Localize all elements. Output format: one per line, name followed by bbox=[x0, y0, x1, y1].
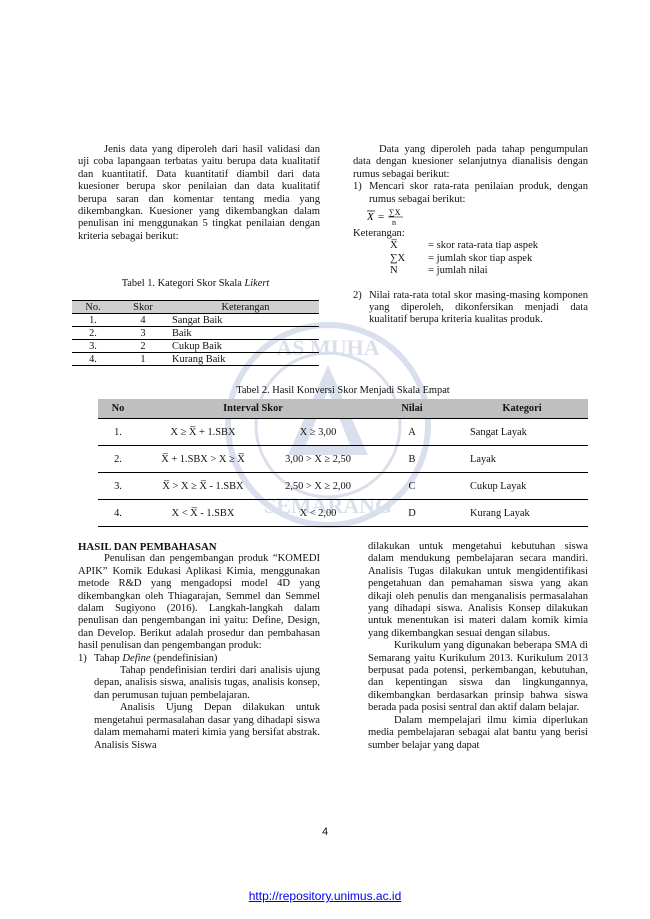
table2-cell-range: 3,00 > X ≥ 2,50 bbox=[268, 445, 368, 473]
table2-cell-kategori: Kurang Layak bbox=[456, 499, 588, 527]
svg-text:X: X bbox=[367, 211, 375, 223]
table-row: 4. 1 Kurang Baik bbox=[72, 352, 319, 366]
table2-cell-no: 3. bbox=[98, 472, 138, 500]
table-row: 1. 4 Sangat Baik bbox=[72, 313, 319, 327]
results-paragraph: Penulisan dan pengembangan produk “KOMED… bbox=[78, 553, 320, 652]
table2-cell-nilai: B bbox=[368, 445, 456, 473]
table1-header-skor: Skor bbox=[114, 300, 172, 314]
step-label: Tahap bbox=[94, 652, 123, 664]
table2-header-nilai: Nilai bbox=[368, 399, 456, 419]
keterangan-desc: = skor rata-rata tiap aspek bbox=[428, 240, 539, 252]
table1-cell: 1 bbox=[114, 352, 172, 366]
table1-cell: 2. bbox=[72, 326, 114, 340]
table2-cell-kategori: Layak bbox=[456, 445, 588, 473]
table1-cell: Sangat Baik bbox=[172, 313, 319, 327]
keterangan-desc: = jumlah nilai bbox=[428, 265, 488, 277]
mean-formula: X = ∑X n bbox=[353, 206, 588, 228]
svg-text:∑X: ∑X bbox=[389, 208, 401, 217]
list-number: 1) bbox=[353, 181, 362, 193]
table1-cell: 2 bbox=[114, 339, 172, 353]
table1-header-keterangan: Keterangan bbox=[172, 300, 319, 314]
table1-caption: Tabel 1. Kategori Skor Skala Likert bbox=[72, 278, 319, 290]
list-item: 1) Mencari skor rata-rata penilaian prod… bbox=[353, 181, 588, 206]
left-intro-block: Jenis data yang diperoleh dari hasil val… bbox=[78, 144, 320, 243]
keterangan-row: ∑X = jumlah skor tiap aspek bbox=[353, 253, 588, 265]
table2-cell-no: 1. bbox=[98, 418, 138, 446]
table2-cell-no: 2. bbox=[98, 445, 138, 473]
table1-cell: 3 bbox=[114, 326, 172, 340]
list-item-text: Nilai rata-rata total skor masing-masing… bbox=[369, 289, 588, 326]
mean-formula-graphic: X = ∑X n bbox=[366, 208, 403, 227]
keterangan-row: X̅ = skor rata-rata tiap aspek bbox=[353, 240, 588, 252]
table1-caption-text: Tabel 1. Kategori Skor Skala bbox=[121, 278, 245, 289]
table2-cell-interval: X̅ > X ≥ X̅ - 1.SBX bbox=[138, 472, 268, 500]
svg-text:=: = bbox=[378, 211, 384, 223]
keterangan-desc: = jumlah skor tiap aspek bbox=[428, 252, 533, 264]
define-paragraph: Tahap pendefinisian terdiri dari analisi… bbox=[94, 665, 320, 701]
table2-cell-interval: X̅ + 1.SBX > X ≥ X̅ bbox=[138, 445, 268, 473]
table-row: 1. X ≥ X̅ + 1.SBX X ≥ 3,00 A Sangat Laya… bbox=[98, 418, 588, 446]
step-body: Tahap pendefinisian terdiri dari analisi… bbox=[78, 665, 320, 752]
table2-cell-nilai: A bbox=[368, 418, 456, 446]
table2-cell-range: 2,50 > X ≥ 2,00 bbox=[268, 472, 368, 500]
right-intro-paragraph: Data yang diperoleh pada tahap pengumpul… bbox=[353, 144, 588, 180]
svg-text:n: n bbox=[392, 218, 396, 227]
table2-caption: Tabel 2. Hasil Konversi Skor Menjadi Ska… bbox=[236, 385, 450, 396]
step-label-rest: (pendefinisian) bbox=[150, 652, 218, 664]
keterangan-symbol: X̅ bbox=[390, 240, 398, 252]
table1-header-row: No. Skor Keterangan bbox=[72, 300, 319, 314]
continued-paragraph: dilakukan untuk mengetahui kebutuhan sis… bbox=[368, 541, 588, 639]
table-row: 2. X̅ + 1.SBX > X ≥ X̅ 3,00 > X ≥ 2,50 B… bbox=[98, 445, 588, 473]
front-end-analysis-paragraph: Analisis Ujung Depan dilakukan untuk men… bbox=[94, 702, 320, 751]
list-number: 2) bbox=[353, 289, 362, 301]
list-item-text: Mencari skor rata-rata penilaian produk,… bbox=[369, 181, 588, 205]
step-label-italic: Define bbox=[122, 652, 151, 664]
table2-cell-kategori: Cukup Layak bbox=[456, 472, 588, 500]
keterangan-symbol: ∑X bbox=[390, 252, 406, 264]
list-item: 1) Tahap Define (pendefinisian) bbox=[78, 653, 320, 665]
page-number: 4 bbox=[321, 826, 329, 838]
table1-cell: 4 bbox=[114, 313, 172, 327]
keterangan-label: Keterangan: bbox=[353, 228, 405, 240]
table2-header-no: No bbox=[98, 399, 138, 419]
table2-cell-interval: X ≥ X̅ + 1.SBX bbox=[138, 418, 268, 446]
table2-cell-kategori: Sangat Layak bbox=[456, 418, 588, 446]
left-results-block: HASIL DAN PEMBAHASAN Penulisan dan penge… bbox=[78, 541, 320, 752]
table-row: 3. X̅ > X ≥ X̅ - 1.SBX 2,50 > X ≥ 2,00 C… bbox=[98, 472, 588, 500]
table2-cell-no: 4. bbox=[98, 499, 138, 527]
table1-cell: 1. bbox=[72, 313, 114, 327]
media-paragraph: Dalam mempelajari ilmu kimia diperlukan … bbox=[368, 714, 588, 751]
repository-link[interactable]: http://repository.unimus.ac.id bbox=[248, 889, 402, 903]
keterangan-symbol: N bbox=[390, 265, 398, 277]
table2-cell-interval: X < X̅ - 1.SBX bbox=[138, 499, 268, 527]
table1-cell: 4. bbox=[72, 352, 114, 366]
section-heading: HASIL DAN PEMBAHASAN bbox=[78, 541, 217, 553]
table1-cell: 3. bbox=[72, 339, 114, 353]
likert-table: No. Skor Keterangan 1. 4 Sangat Baik 2. … bbox=[72, 300, 319, 366]
table-row: 4. X < X̅ - 1.SBX X < 2,00 D Kurang Laya… bbox=[98, 499, 588, 527]
table1-cell: Kurang Baik bbox=[172, 352, 319, 366]
list-number: 1) bbox=[78, 652, 87, 664]
table2-cell-nilai: C bbox=[368, 472, 456, 500]
table2-header-interval: Interval Skor bbox=[138, 399, 368, 419]
keterangan-row: N = jumlah nilai bbox=[353, 265, 588, 277]
table1-caption-italic: Likert bbox=[244, 278, 270, 289]
conversion-table: No Interval Skor Nilai Kategori 1. X ≥ X… bbox=[98, 399, 588, 527]
table1-header-no: No. bbox=[72, 300, 114, 314]
curriculum-paragraph: Kurikulum yang digunakan beberapa SMA di… bbox=[368, 640, 588, 714]
table-row: 2. 3 Baik bbox=[72, 326, 319, 340]
table-row: 3. 2 Cukup Baik bbox=[72, 339, 319, 353]
table2-header-kategori: Kategori bbox=[456, 399, 588, 419]
table2-cell-range: X ≥ 3,00 bbox=[268, 418, 368, 446]
right-intro-block: Data yang diperoleh pada tahap pengumpul… bbox=[353, 144, 588, 327]
table1-cell: Cukup Baik bbox=[172, 339, 319, 353]
table1-cell: Baik bbox=[172, 326, 319, 340]
table2-cell-range: X < 2,00 bbox=[268, 499, 368, 527]
table2-header-row: No Interval Skor Nilai Kategori bbox=[98, 399, 588, 419]
table2-cell-nilai: D bbox=[368, 499, 456, 527]
right-results-block: dilakukan untuk mengetahui kebutuhan sis… bbox=[368, 541, 588, 752]
left-intro-paragraph: Jenis data yang diperoleh dari hasil val… bbox=[78, 144, 320, 242]
list-item: 2) Nilai rata-rata total skor masing-mas… bbox=[353, 290, 588, 327]
